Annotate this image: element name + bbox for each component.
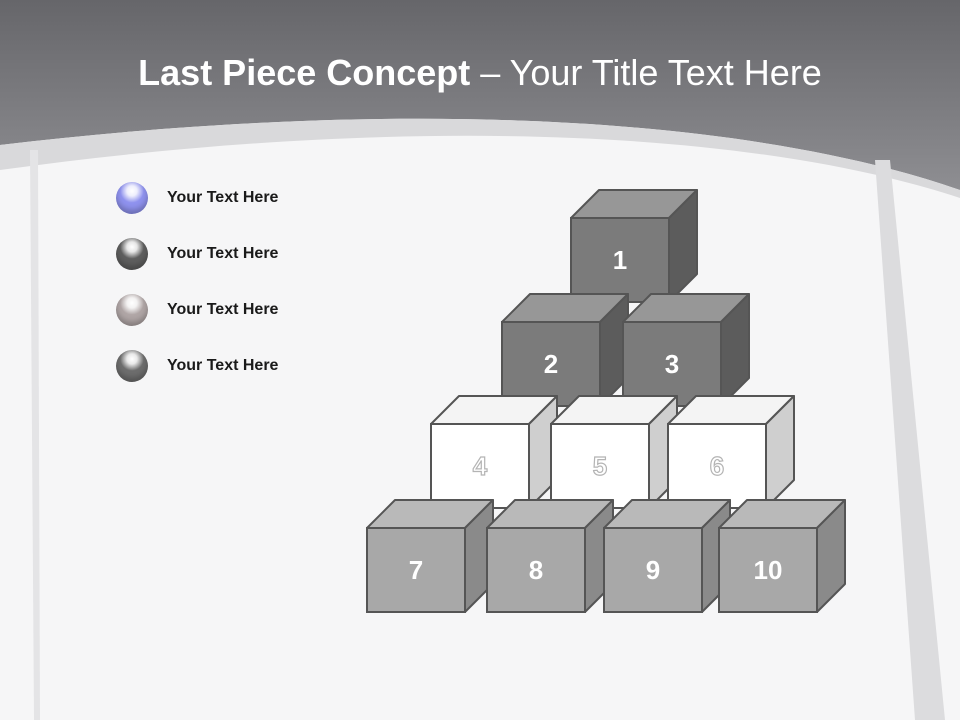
- bullet-icon: [116, 294, 148, 326]
- block-label: 8: [529, 555, 543, 585]
- legend-label: Your Text Here: [167, 357, 279, 374]
- header-swoosh: [0, 118, 960, 198]
- block-10: 10: [718, 499, 846, 613]
- legend-label: Your Text Here: [167, 189, 279, 206]
- right-decor-stripe: [875, 160, 945, 720]
- block-label: 6: [710, 451, 724, 481]
- block-6: 6: [667, 395, 795, 509]
- legend-label: Your Text Here: [167, 301, 279, 318]
- block-3: 3: [622, 293, 750, 407]
- block-label: 4: [473, 451, 488, 481]
- block-1: 1: [570, 189, 698, 303]
- block-9: 9: [603, 499, 731, 613]
- header-band: [0, 0, 960, 190]
- slide-title: Last Piece Concept – Your Title Text Her…: [0, 52, 960, 94]
- block-label: 3: [665, 349, 679, 379]
- legend-label: Your Text Here: [167, 245, 279, 262]
- left-decor-stripe: [30, 150, 40, 720]
- block-label: 7: [409, 555, 423, 585]
- block-label: 9: [646, 555, 660, 585]
- block-2: 2: [501, 293, 629, 407]
- title-light: – Your Title Text Here: [480, 52, 822, 93]
- block-label: 1: [613, 245, 627, 275]
- block-label: 5: [593, 451, 607, 481]
- bullet-icon: [116, 238, 148, 270]
- block-label: 10: [754, 555, 783, 585]
- bullet-icon: [116, 350, 148, 382]
- block-7: 7: [366, 499, 494, 613]
- title-bold: Last Piece Concept: [138, 52, 471, 93]
- block-label: 2: [544, 349, 558, 379]
- block-5: 5: [550, 395, 678, 509]
- block-4: 4: [430, 395, 558, 509]
- bullet-icon: [116, 182, 148, 214]
- block-8: 8: [486, 499, 614, 613]
